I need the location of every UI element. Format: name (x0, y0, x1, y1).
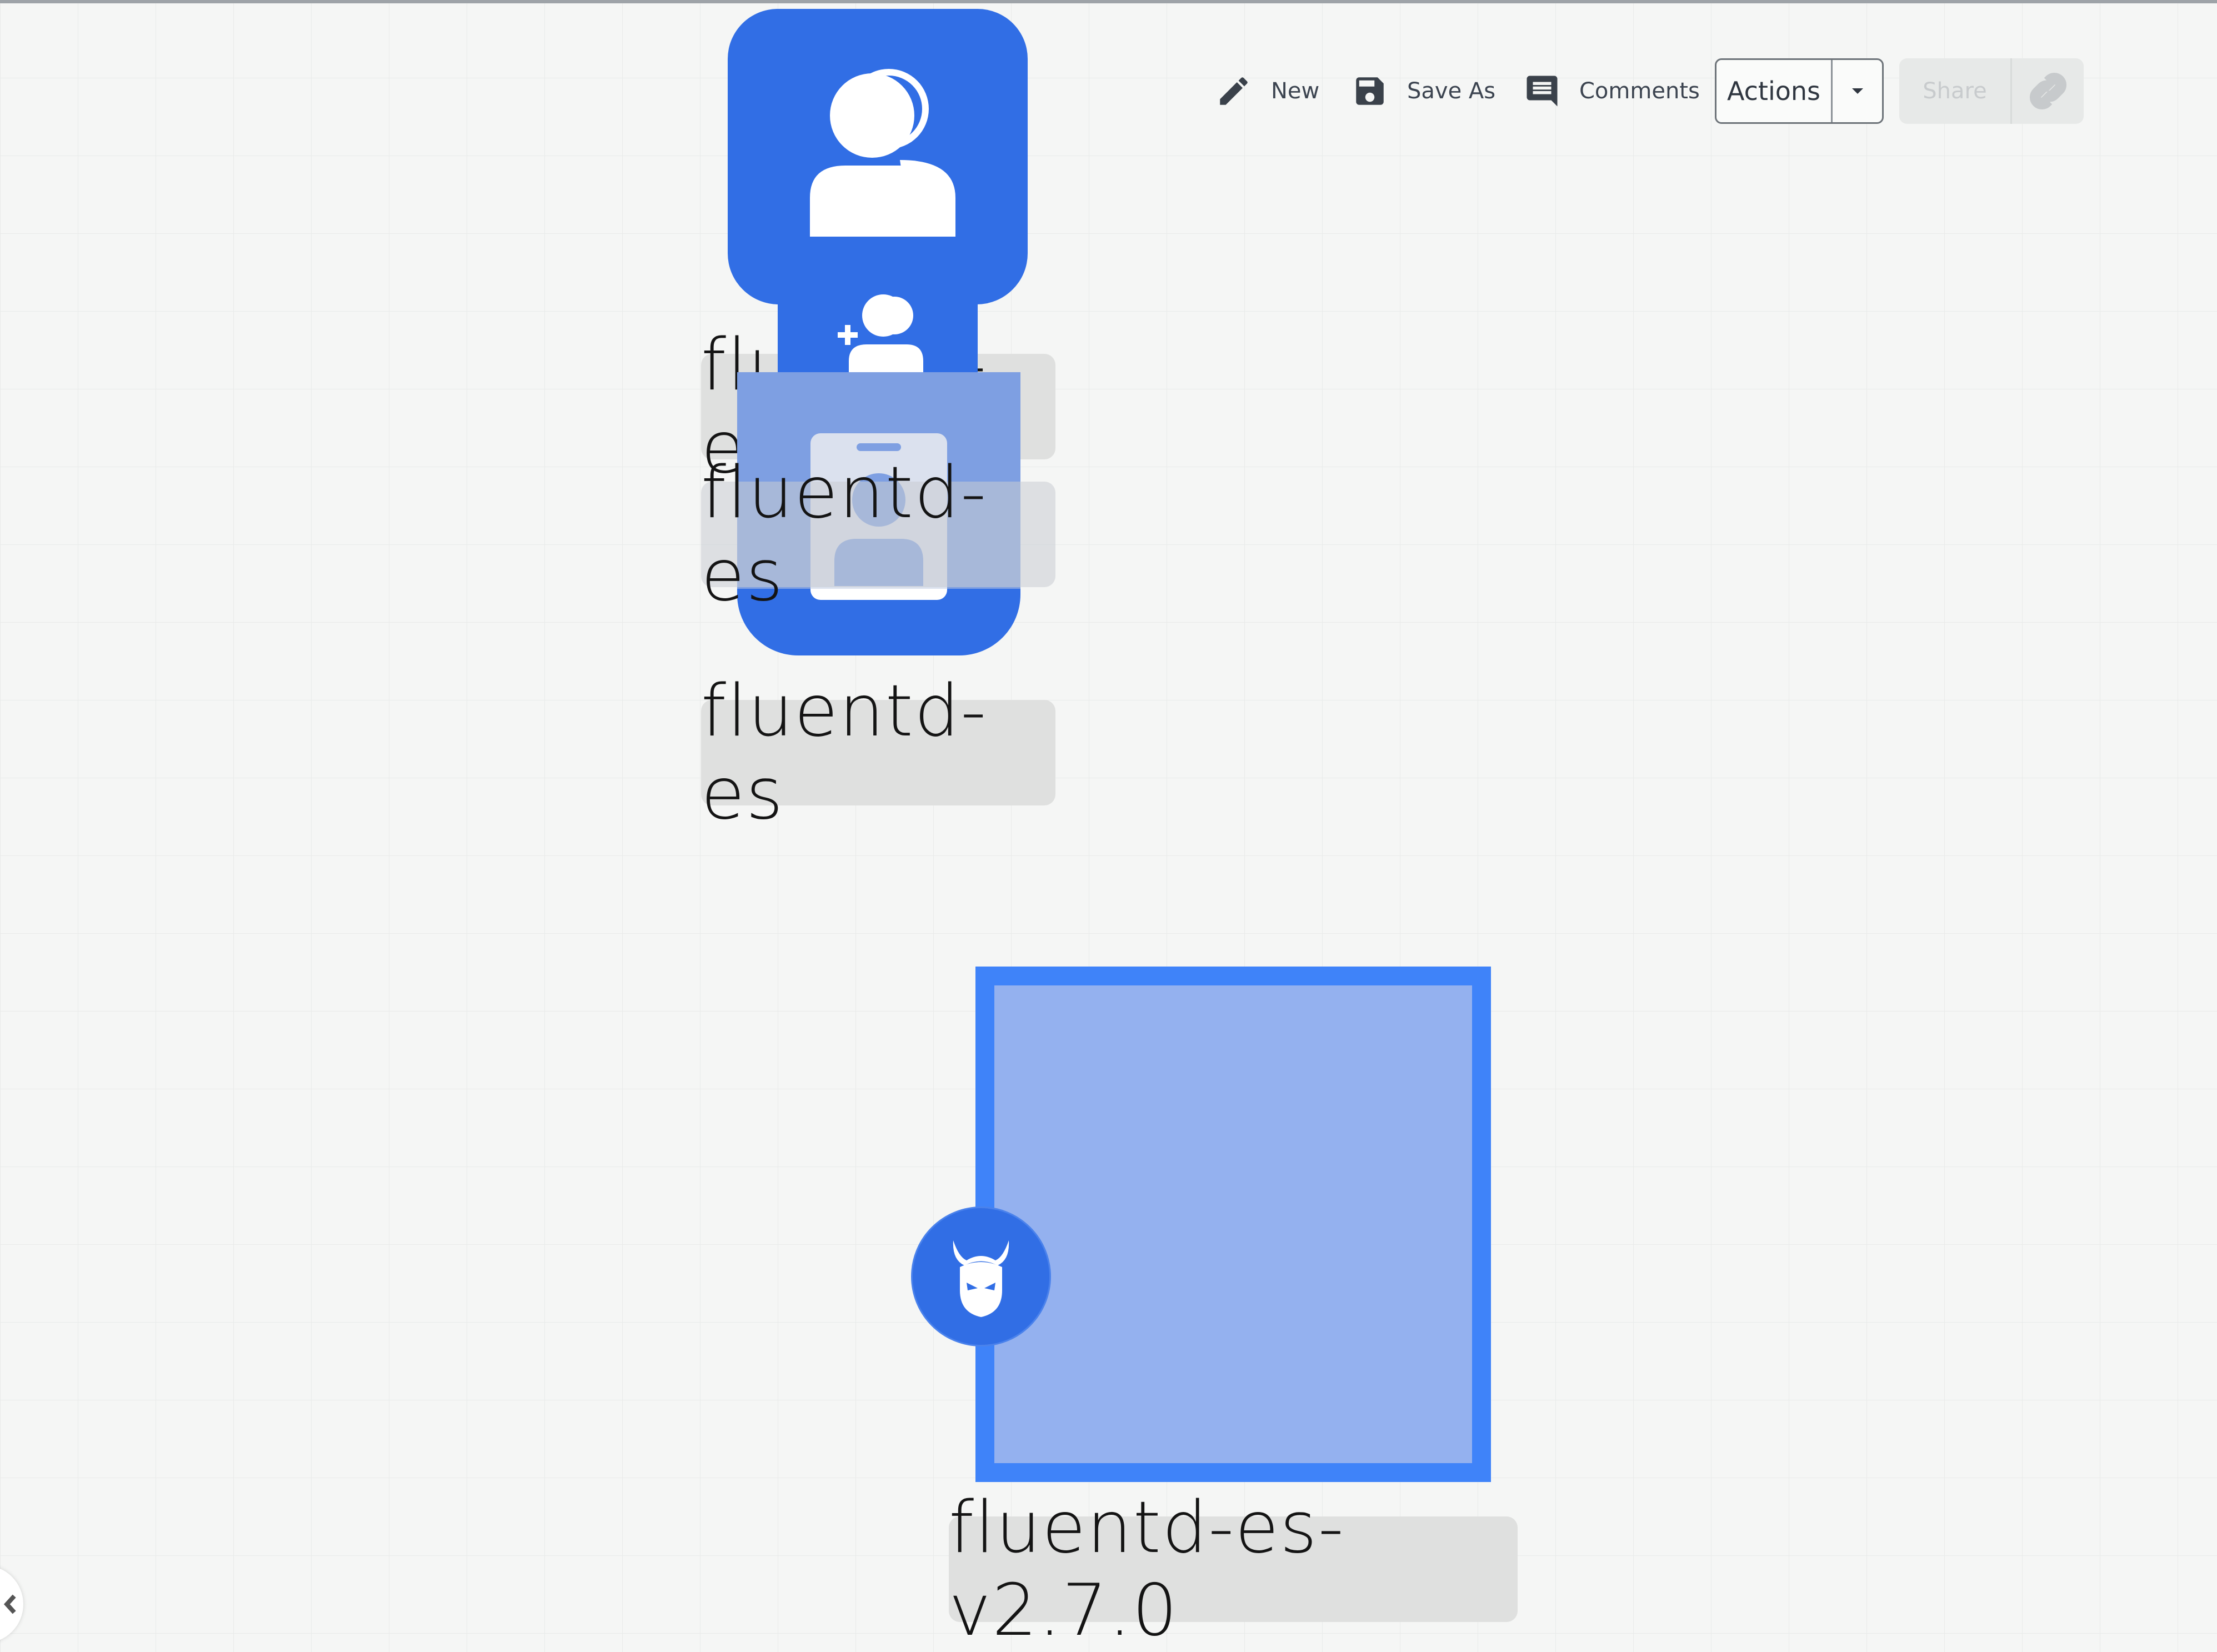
new-button[interactable]: New (1215, 68, 1319, 114)
pencil-icon (1220, 77, 1248, 105)
node-label: fluentd-es (701, 452, 1055, 617)
comment-icon (1527, 76, 1558, 107)
sidebar-toggle[interactable] (0, 1565, 23, 1643)
caret-down-icon (1851, 88, 1863, 94)
daemonset-badge[interactable] (911, 1207, 1051, 1346)
devil-icon (953, 1240, 1009, 1317)
window-top-border (0, 0, 2217, 3)
save-icon (1356, 77, 1384, 105)
share-button[interactable]: Share (1899, 58, 2012, 124)
comments-button[interactable]: Comments (1524, 68, 1700, 114)
deployment-label: fluentd-es-v2.7.0 (949, 1486, 1518, 1652)
new-label: New (1271, 78, 1320, 104)
save-as-button[interactable]: Save As (1352, 68, 1495, 114)
service-account-node[interactable] (728, 9, 1028, 304)
save-as-label: Save As (1407, 78, 1496, 104)
share-button-group[interactable]: Share (1899, 58, 2084, 124)
chevron-left-icon (3, 1594, 16, 1614)
copy-link-button[interactable] (2012, 58, 2084, 124)
user-add-icon (838, 294, 923, 378)
actions-caret[interactable] (1833, 60, 1882, 122)
node-label: fluentd-es (701, 670, 1055, 835)
deployment-node[interactable] (975, 967, 1491, 1482)
role-binding-node[interactable] (778, 289, 978, 383)
actions-label[interactable]: Actions (1716, 60, 1833, 122)
comments-label: Comments (1579, 78, 1700, 104)
actions-dropdown[interactable]: Actions (1715, 58, 1884, 124)
link-icon (2029, 72, 2066, 110)
user-group-icon (728, 9, 1028, 304)
